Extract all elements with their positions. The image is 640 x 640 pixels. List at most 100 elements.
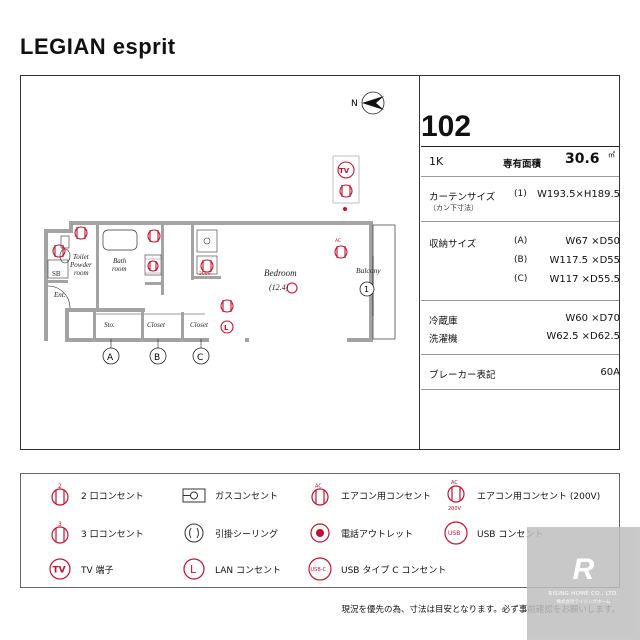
legend-ac200: AC 200V エアコン用コンセント (200V) (443, 478, 600, 512)
divider (421, 176, 619, 177)
logo-company-ja: 株式会社ライジングホーム (556, 600, 611, 605)
ceiling-light-symbol (286, 282, 298, 294)
legend-phone: 電話アウトレット (307, 520, 413, 546)
label-closet-2: Closet (190, 321, 209, 329)
usb-icon: USB (444, 521, 468, 545)
label-bath-1: Bath (113, 257, 127, 265)
storage-marker-b-text: B (154, 353, 160, 363)
label-storage: Sto. (104, 321, 115, 329)
area-label: 専有面積 (503, 159, 542, 170)
storage-c-value: W117 ×D55.5 (549, 274, 621, 285)
curtain-marker-number: 1 (517, 189, 524, 199)
ac-200v-icon-volt: 200V (448, 506, 462, 512)
outlet-lan-text: L (224, 324, 229, 332)
bathtub (102, 229, 138, 251)
usb-icon-text: USB (448, 530, 460, 537)
outlet-tv-symbol (332, 155, 360, 211)
legend-gas-text: ガスコンセント (215, 491, 279, 502)
washer-label: 洗濯機 (429, 334, 458, 345)
breaker-value: 60A (600, 367, 620, 378)
legend-lan-text: LAN コンセント (215, 565, 281, 576)
label-closet-1: Closet (147, 321, 166, 329)
property-title: LEGIAN esprit (20, 34, 176, 59)
storage-marker-c (192, 347, 210, 365)
area-unit: ㎡ (608, 151, 615, 159)
storage-marker-a-text: A (107, 353, 114, 363)
outlet-bedroom-symbol (220, 299, 234, 313)
curtain-value: W193.5×H189.5 (536, 189, 620, 200)
phone-outlet-icon (310, 523, 330, 543)
curtain-marker: (1) (514, 189, 527, 199)
outlet-2-icon-num: 2 (58, 483, 62, 490)
divider (421, 221, 619, 222)
floorplan-panel: N (20, 75, 620, 450)
logo-company-en: RISING HOME CO., LTD. (548, 591, 619, 597)
tv-icon-text: TV (53, 566, 66, 576)
gas-outlet-icon (182, 488, 206, 503)
storage-c-letter: C (517, 274, 524, 284)
ceiling-hook-icon (184, 523, 204, 543)
ac-icon-text: AC (315, 484, 322, 490)
legend-ac200-text: エアコン用コンセント (200V) (477, 491, 601, 502)
logo-mark: R (572, 553, 595, 586)
wash-basin (47, 259, 69, 279)
kitchen-sink (196, 229, 218, 253)
window-marker (359, 281, 375, 297)
unit-number: 102 (421, 110, 472, 143)
fridge-label: 冷蔵庫 (429, 316, 458, 327)
floorplan-drawing: N (44, 91, 396, 365)
storage-marker-b (149, 347, 167, 365)
legend-tv: TV TV 端子 (47, 556, 114, 582)
storage-label: 収納サイズ (429, 239, 477, 250)
divider (421, 389, 619, 390)
outlet-washer-symbol (147, 229, 161, 243)
legend-gas: ガスコンセント (181, 482, 278, 508)
storage-marker-a (102, 347, 120, 365)
outlet-tv-text: TV (339, 167, 350, 175)
legend-outlet3: 3 3 口コンセント (47, 520, 144, 546)
curtain-sublabel: （カン下寸法） (429, 204, 478, 212)
lan-icon-text: L (190, 563, 197, 576)
outlet-200v-symbol (200, 259, 214, 273)
label-toilet-2: Powder (69, 261, 92, 269)
legend-ac: AC エアコン用コンセント (307, 482, 431, 508)
outlet-powder-symbol (52, 244, 66, 258)
area-value: 30.6 (565, 151, 600, 167)
walls (44, 221, 373, 342)
legend-tv-text: TV 端子 (81, 565, 114, 576)
layout-type: 1K (429, 155, 444, 168)
storage-c-marker: (C) (514, 274, 528, 284)
tv-icon: TV (49, 558, 71, 580)
legend-panel: 2 2 口コンセント 3 3 口コンセント TV TV 端子 ガスコンセント (20, 473, 620, 588)
legend-usb: USB USB コンセント (443, 520, 543, 546)
compass-icon: N (351, 91, 385, 115)
label-entrance: Ent. (53, 291, 66, 299)
label-bedroom: Bedroom (264, 268, 297, 278)
outlet-3-icon: 3 (51, 521, 69, 544)
breaker-label: ブレーカー表記 (429, 370, 496, 381)
curtain-label: カーテンサイズ (429, 192, 496, 203)
ac-outlet-icon: AC (311, 484, 329, 506)
company-logo: R RISING HOME CO., LTD. 株式会社ライジングホーム (527, 527, 640, 640)
legend-ceiling: 引掛シーリング (181, 520, 278, 546)
usb-c-icon-text: USB-C (311, 567, 327, 573)
compass-label: N (351, 99, 358, 109)
outlet-bath-symbol (74, 226, 88, 240)
label-toilet-3: room (74, 269, 89, 277)
outlet-ac-symbol (334, 245, 348, 259)
disclaimer-note: 現況を優先の為、寸法は目安となります。必ず事前確認をお願いします。 (341, 605, 620, 615)
legend-ceiling-text: 引掛シーリング (215, 529, 279, 540)
legend-usbc-text: USB タイプ C コンセント (341, 565, 447, 576)
legend-lan: L LAN コンセント (181, 556, 281, 582)
legend-outlet2: 2 2 口コンセント (47, 482, 144, 508)
label-bath-2: room (112, 265, 127, 273)
label-toilet-1: Toilet (73, 253, 90, 261)
outlet-lan-symbol (220, 320, 234, 334)
storage-b-marker: (B) (514, 255, 528, 265)
outlet-fridge-symbol (144, 258, 162, 274)
washer-pan (144, 254, 162, 276)
legend-phone-text: 電話アウトレット (341, 529, 414, 540)
label-sb: SB (52, 270, 61, 278)
legend-usb-text: USB コンセント (477, 529, 544, 540)
storage-b-letter: B (517, 255, 524, 265)
